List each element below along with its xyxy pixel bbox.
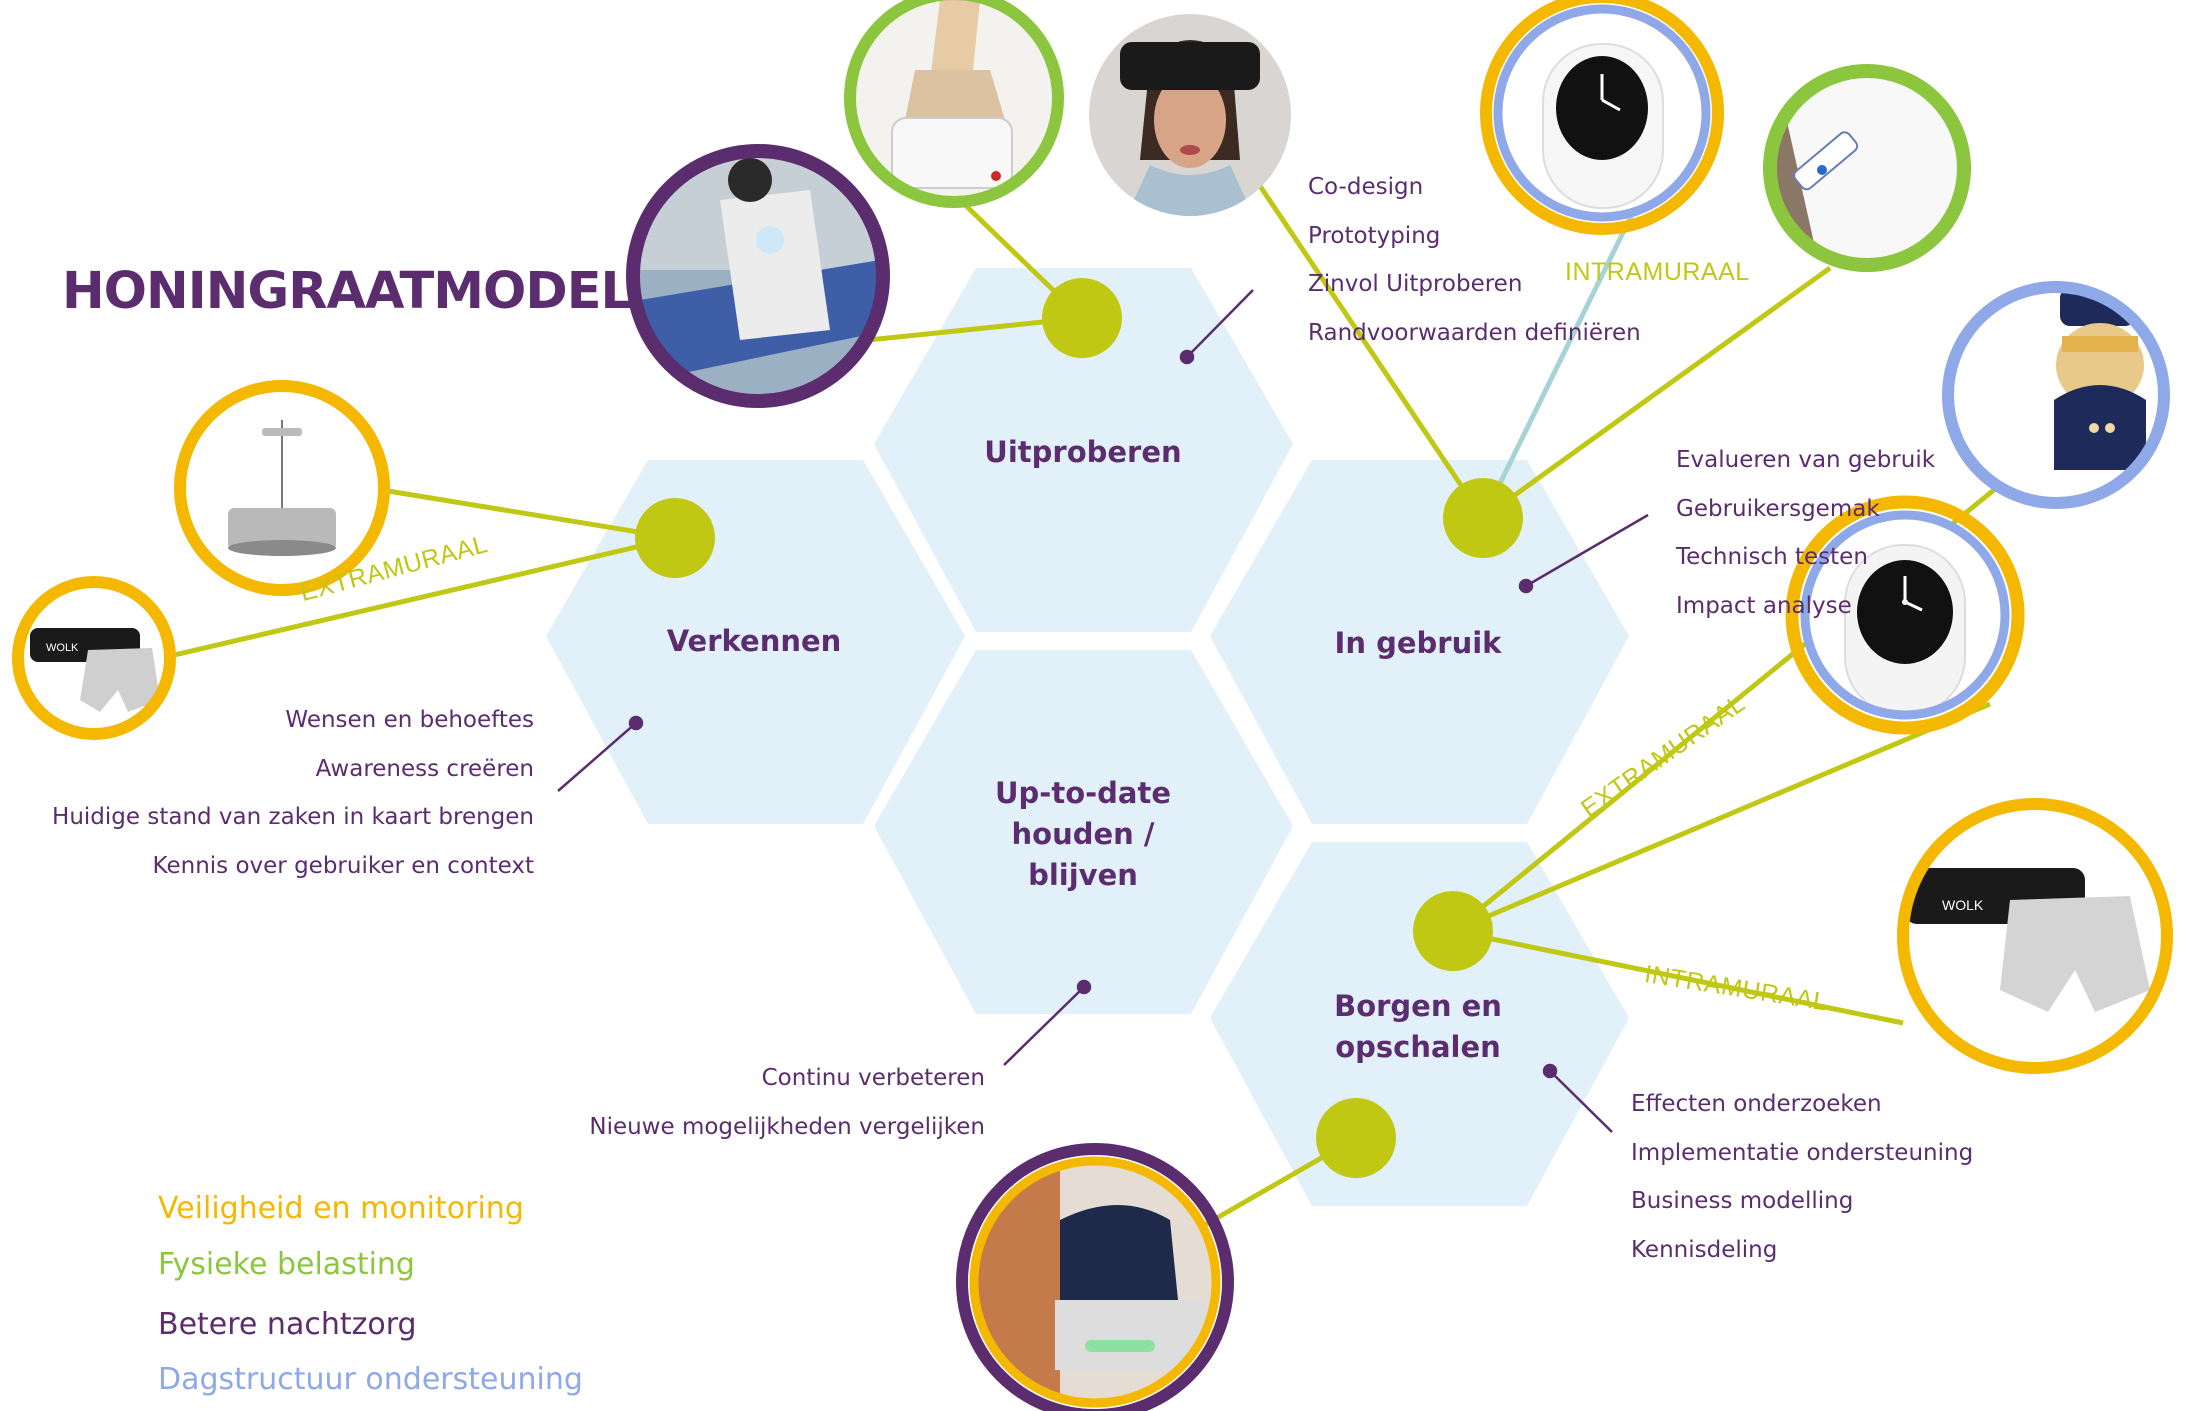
list-borgen: Effecten onderzoeken Implementatie onder…	[1631, 1089, 1973, 1283]
list-item: Nieuwe mogelijkheden vergelijken	[589, 1113, 985, 1140]
hub-bottom	[1316, 1098, 1396, 1178]
list-item: Awareness creëren	[315, 755, 534, 782]
page-title: HONINGRAATMODEL	[62, 262, 633, 321]
list-item: Business modelling	[1631, 1188, 1854, 1214]
legend-item-nachtzorg: Betere nachtzorg	[158, 1307, 417, 1342]
list-item: Kennisdeling	[1631, 1236, 1778, 1263]
list-item: Huidige stand van zaken in kaart brengen	[52, 804, 534, 830]
list-item: Evalueren van gebruik	[1676, 447, 1936, 473]
photo-bed-care	[956, 1143, 1234, 1411]
list-item: Technisch testen	[1676, 544, 1868, 570]
hex-label-verkennen: Verkennen	[666, 624, 842, 658]
pointer-dot-uptodate	[1076, 979, 1092, 995]
pointer-dot-borgen	[1542, 1063, 1558, 1079]
hex-label-borgen-line-2: opschalen	[1335, 1030, 1501, 1064]
belt-large-brand: WOLK	[1942, 897, 1984, 913]
list-item: Prototyping	[1308, 222, 1441, 249]
hex-label-borgen-line-1: Borgen en	[1334, 989, 1502, 1023]
list-item: Gebruikersgemak	[1676, 495, 1880, 522]
legend-item-dagstructuur: Dagstructuur ondersteuning	[158, 1362, 583, 1397]
hub-borgen	[1413, 891, 1493, 971]
hex-label-uptodate-line-3: blijven	[1028, 858, 1138, 892]
connector-hubs	[635, 278, 1523, 1178]
hub-verkennen	[635, 498, 715, 578]
list-item: Co-design	[1308, 174, 1424, 200]
text-pointers	[557, 289, 1649, 1133]
list-item: Continu verbeteren	[761, 1065, 985, 1091]
hex-in-gebruik	[1210, 460, 1629, 824]
photo-clock-robot-top	[1480, 0, 1724, 235]
photo-mattress-sensor	[1763, 64, 1971, 272]
list-item: Randvoorwaarden definiëren	[1308, 319, 1641, 346]
photo-lift-device	[844, 0, 1064, 208]
belt-small-brand: WOLK	[46, 642, 79, 654]
photo-pendant-lamp	[174, 380, 390, 596]
list-uptodate: Continu verbeteren Nieuwe mogelijkheden …	[589, 1063, 985, 1160]
hub-uitproberen	[1042, 278, 1122, 358]
hex-label-borgen: Borgen en opschalen	[1268, 986, 1568, 1068]
photo-exoskeleton	[626, 144, 890, 408]
list-item: Impact analyse	[1676, 592, 1852, 619]
list-item: Wensen en behoeftes	[285, 707, 534, 733]
hex-uptodate	[874, 650, 1293, 1014]
list-item: Zinvol Uitproberen	[1308, 271, 1523, 297]
hex-label-uitproberen: Uitproberen	[984, 435, 1182, 469]
photo-belt-large: WOLK	[1897, 798, 2173, 1074]
pointer-dot-uitproberen	[1179, 349, 1195, 365]
list-in-gebruik: Evalueren van gebruik Gebruikersgemak Te…	[1676, 445, 1935, 639]
list-item: Effecten onderzoeken	[1631, 1091, 1882, 1117]
photo-doll-flowers	[1942, 281, 2170, 509]
zone-intramuraal-top: INTRAMURAAL	[1565, 258, 1750, 286]
connector-teal	[1480, 200, 1641, 520]
pointer-dot-in-gebruik	[1518, 578, 1534, 594]
list-item: Kennis over gebruiker en context	[152, 852, 534, 879]
hub-in-gebruik	[1443, 478, 1523, 558]
legend-item-fysieke: Fysieke belasting	[158, 1247, 415, 1282]
legend-item-veiligheid: Veiligheid en monitoring	[158, 1191, 524, 1226]
hex-label-uptodate-line-1: Up-to-date	[994, 776, 1172, 810]
list-verkennen: Wensen en behoeftes Awareness creëren Hu…	[52, 705, 534, 899]
photo-clock-robot-right	[1785, 495, 2025, 735]
list-item: Implementatie ondersteuning	[1631, 1139, 1974, 1166]
pointer-dot-verkennen	[628, 715, 644, 731]
hex-label-in-gebruik: In gebruik	[1334, 626, 1502, 660]
photo-belt-small: WOLK	[12, 576, 176, 740]
hex-borgen	[1210, 842, 1629, 1206]
hex-label-uptodate-line-2: houden /	[1011, 817, 1155, 851]
photo-vr-headset	[1089, 14, 1291, 216]
hex-label-uptodate: Up-to-date houden / blijven	[933, 773, 1233, 896]
list-uitproberen: Co-design Prototyping Zinvol Uitproberen…	[1308, 172, 1641, 366]
